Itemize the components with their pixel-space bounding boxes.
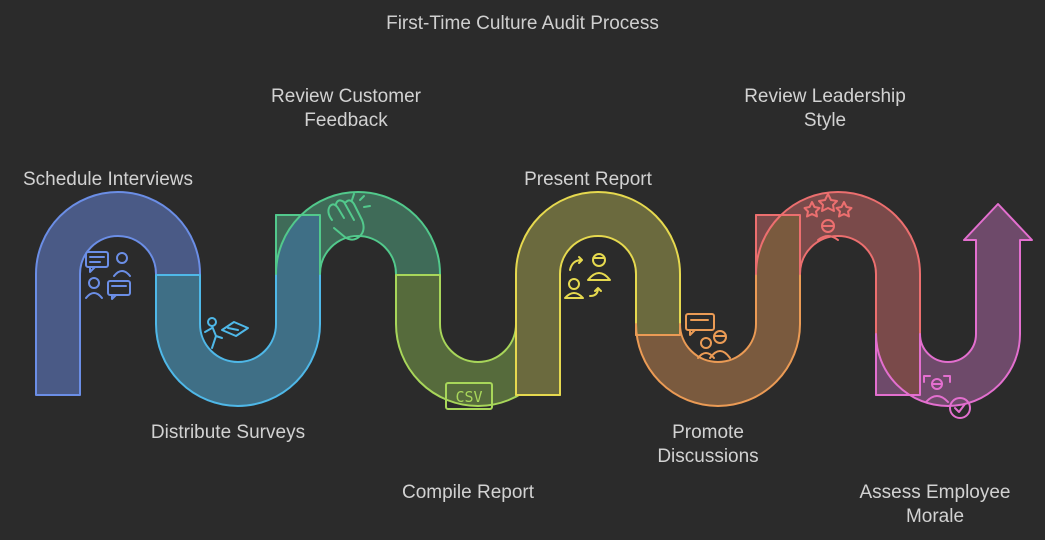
employee-check-icon [923,375,971,419]
csv-label: CSV [455,388,482,406]
diagram-title: First-Time Culture Audit Process [386,13,659,34]
path-segment-7 [755,191,921,396]
path-segment-8 [875,203,1033,407]
csv-file-icon: CSV [445,382,493,410]
step-label-schedule-interviews: Schedule Interviews [22,169,194,190]
leader-stars-icon [803,193,853,241]
path-segment-5 [515,191,681,396]
interview-chat-icon [85,251,131,300]
discussion-icon [685,313,731,359]
present-report-icon [564,253,611,299]
step-label-compile-report: Compile Report [402,482,534,503]
path-segment-3 [275,191,441,276]
step-label-present-report: Present Report [524,169,652,190]
step-label-distribute-surveys: Distribute Surveys [150,422,306,443]
path-segment-6 [635,214,801,407]
path-segment-2 [155,214,321,407]
clapping-hands-icon [327,193,371,241]
path-segment-1 [35,191,201,396]
survey-distribute-icon [204,317,249,349]
